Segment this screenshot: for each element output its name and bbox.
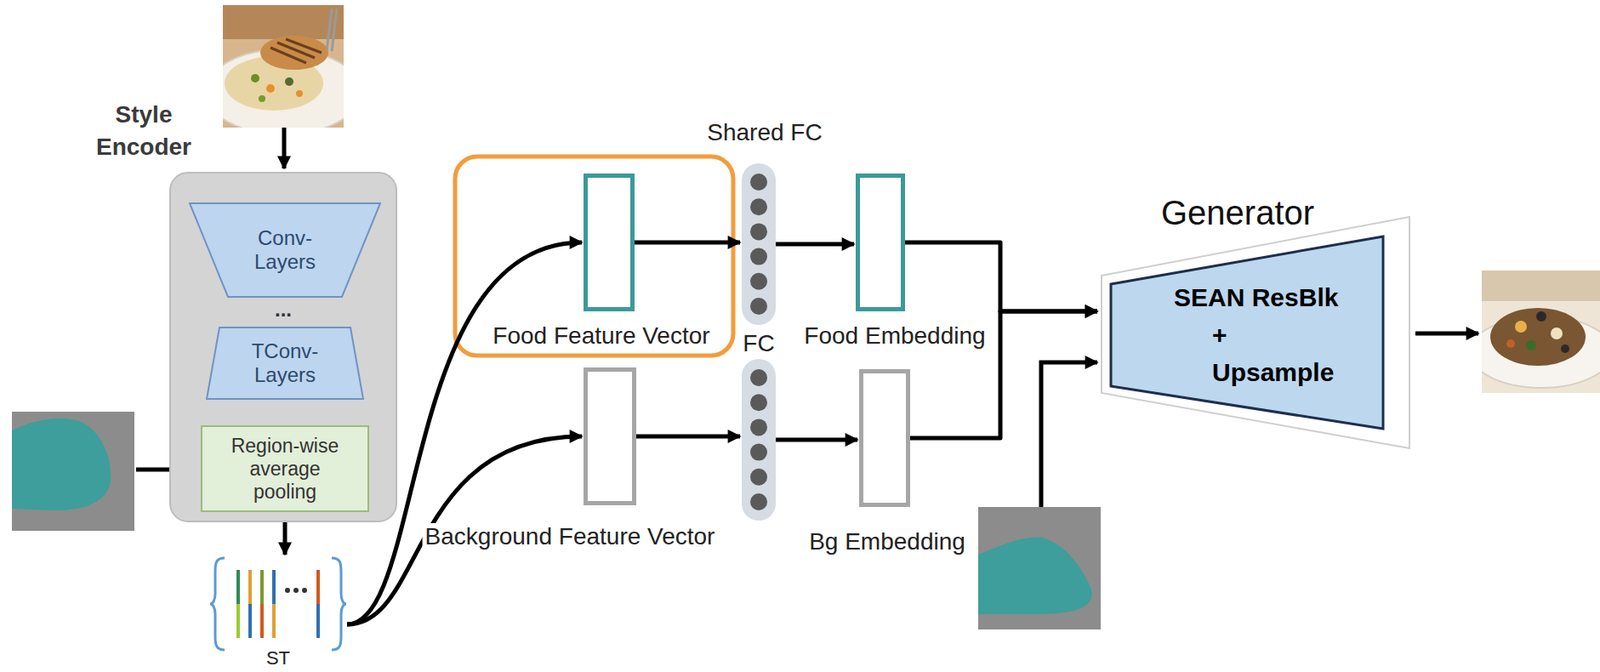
chicken [260, 35, 329, 70]
photo-bg-top [222, 5, 344, 40]
mask-arrow [1041, 362, 1098, 507]
ellipsis-dot [284, 587, 291, 593]
segmentation-mask [11, 411, 135, 531]
pooling-label: Region-wise average pooling [221, 434, 349, 504]
food-pile [1490, 307, 1586, 366]
food-bit [1525, 340, 1537, 351]
encoder-title: Style Encoder [88, 98, 200, 164]
generator-block: GeneratorSEAN ResBlk + Upsample [1100, 216, 1411, 450]
layer-label: Conv-Layers [245, 226, 325, 274]
trapezoid [206, 327, 364, 399]
shape-outline [1100, 216, 1411, 450]
neuron [750, 297, 768, 315]
neuron [750, 198, 768, 216]
pooling-box: Region-wise average pooling [200, 425, 370, 513]
mask-food-region [978, 537, 1093, 615]
style-code-bar [248, 569, 252, 604]
output-arrow [1415, 331, 1479, 336]
food-bit [1536, 311, 1547, 322]
connector [775, 438, 858, 443]
food-bit [1506, 339, 1515, 348]
photo-bg-top [1481, 270, 1600, 302]
neuron [750, 273, 768, 291]
food-bit [250, 74, 260, 83]
segmentation-mask [978, 506, 1101, 630]
food-bit [296, 90, 303, 97]
feature-vector: Food Embedding [855, 173, 906, 312]
connector [775, 242, 855, 247]
shape-outline [741, 163, 776, 325]
connector [636, 434, 741, 439]
neuron [750, 222, 768, 240]
fork [326, 8, 337, 52]
layer-block: TConv-Layers [205, 326, 365, 400]
fc-layer: FC [741, 358, 776, 521]
vector-label: Food Embedding [801, 322, 988, 350]
fc-label: FC [740, 330, 777, 357]
neuron [750, 393, 768, 411]
vector-label: Food Feature Vector [489, 322, 712, 350]
mask-food-region [11, 418, 111, 511]
ellipsis-dot [301, 587, 308, 593]
neuron [750, 468, 768, 486]
food-bit [1550, 327, 1563, 340]
style-code-bar [248, 603, 252, 638]
food-bit [1560, 344, 1570, 354]
style-code-bar [316, 569, 320, 604]
food-bit [266, 84, 275, 93]
input-arrow [282, 127, 287, 169]
ellipsis-label: ... [170, 297, 396, 322]
feature-vector: Food Feature Vector [583, 173, 635, 312]
output-food-photo [1481, 270, 1600, 393]
feature-vector: Background Feature Vector [583, 367, 637, 506]
vector-label: Bg Embedding [806, 528, 968, 556]
food-bit [1514, 320, 1527, 333]
neuron [750, 173, 768, 191]
style-code-bar [272, 569, 276, 604]
style-codes: ST [209, 556, 348, 669]
vector-label: Background Feature Vector [422, 523, 718, 551]
style-code-bar [260, 569, 264, 604]
generator-outer [1101, 216, 1410, 449]
neuron [750, 369, 768, 387]
style-code-bar [272, 603, 276, 638]
brace [210, 558, 225, 650]
layer-block: Conv-Layers [188, 202, 382, 298]
encoder-panel: Style EncoderConv-LayersTConv-LayersRegi… [169, 171, 398, 523]
shape-outline [741, 358, 776, 521]
generator-body: SEAN ResBlk + Upsample [1173, 279, 1349, 392]
generator-title: Generator [1161, 193, 1315, 232]
food-bit [258, 95, 266, 103]
input-food-photo [222, 5, 344, 128]
neuron [750, 493, 768, 511]
layer-label: TConv-Layers [245, 339, 325, 388]
style-code-bar [316, 603, 320, 638]
neuron [750, 418, 768, 436]
fc-label: Shared FC [704, 119, 825, 146]
style-code-bar [236, 569, 240, 604]
shape-outline [209, 556, 348, 652]
generator-inner [1110, 236, 1384, 429]
brace [331, 558, 347, 650]
food-bit [284, 77, 294, 86]
feature-vector: Bg Embedding [859, 369, 911, 507]
grill-marks [270, 39, 322, 63]
connector [634, 240, 741, 245]
neuron [750, 444, 768, 462]
trapezoid [189, 203, 381, 297]
connector [905, 242, 1098, 312]
style-code-bar [236, 603, 240, 638]
style-codes-label: ST [209, 648, 348, 669]
fc-layer: Shared FC [741, 163, 776, 325]
style-code-bar [260, 603, 264, 638]
neuron [750, 248, 768, 266]
ellipsis-dot [293, 587, 299, 593]
highlight-frame [455, 156, 734, 356]
